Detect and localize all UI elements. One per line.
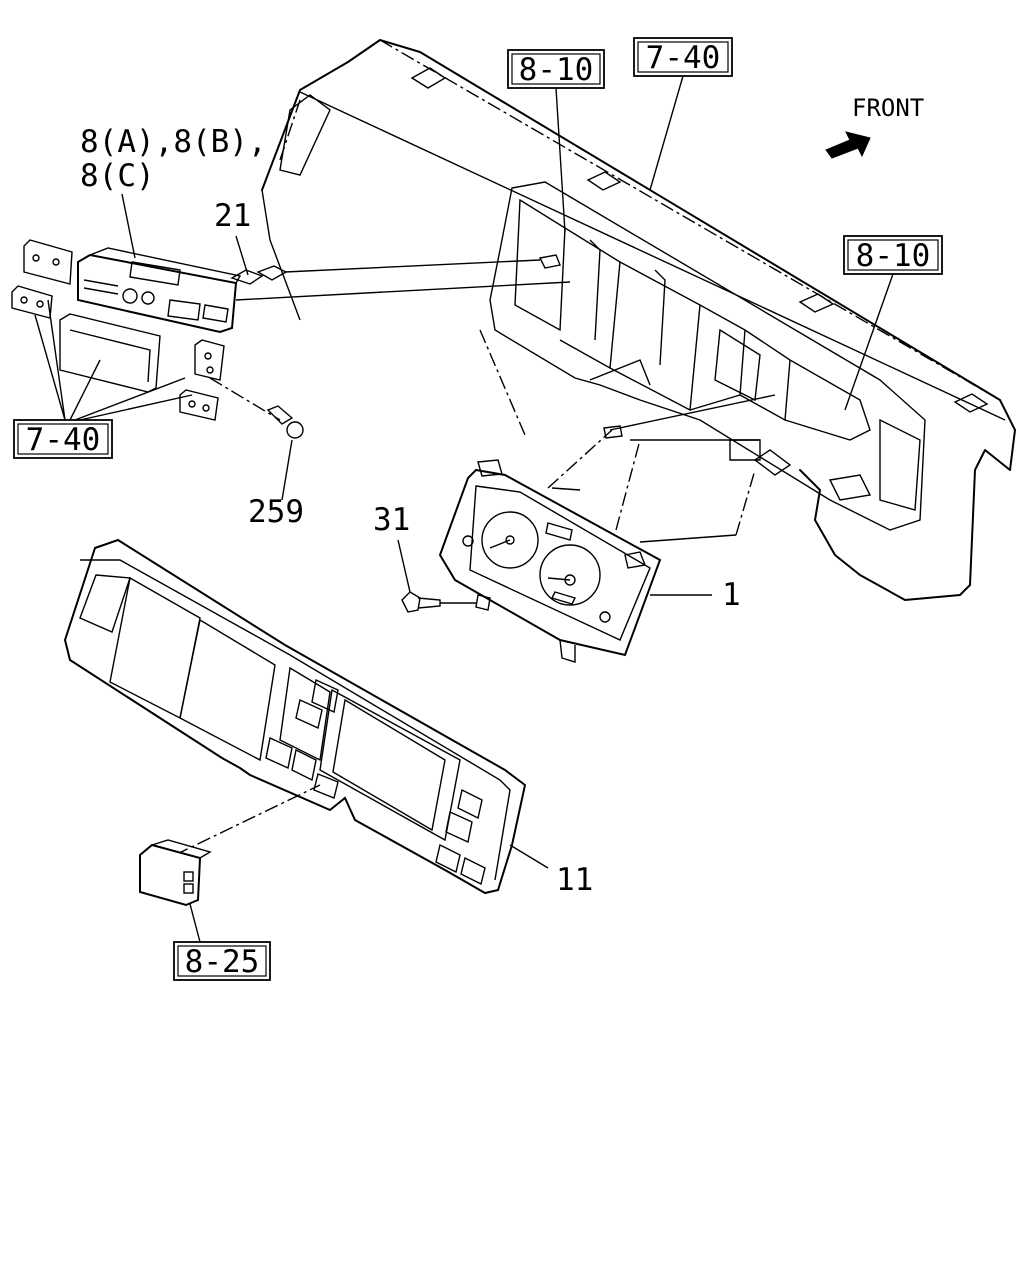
callout-259: 259 [248,494,304,530]
callout-1: 1 [722,577,741,613]
ref-box-8-25: 8-25 [173,941,271,981]
ref-label-8-25: 8-25 [185,944,260,980]
reference-leaders [34,75,894,943]
ref-box-8-10-top: 8-10 [507,49,605,89]
cluster-bezel [63,538,549,895]
ref-label-8-10-top: 8-10 [519,52,594,88]
front-label: FRONT [852,94,924,122]
ref-label-8-10-right: 8-10 [856,238,931,274]
front-arrow-icon [825,131,871,159]
callout-11: 11 [556,862,593,898]
radio-bracket-right [179,339,225,421]
callout-8-line2: 8(C) [80,158,155,194]
screw-259 [209,377,304,501]
ref-label-7-40-left: 7-40 [26,422,101,458]
front-orientation-indicator: FRONT [825,94,924,159]
screw-31 [397,539,491,613]
radio-bracket-left [11,239,73,319]
callout-21: 21 [214,198,251,234]
part-callouts: 8(A),8(B), 8(C) 21 259 31 1 11 [80,124,741,898]
audio-unit [77,247,242,334]
pocket-tray [59,313,161,393]
harness-21 [230,254,571,301]
callout-8-line1: 8(A),8(B), [80,124,267,160]
ref-box-8-10-right: 8-10 [843,235,943,275]
ref-label-7-40-top: 7-40 [646,40,721,76]
callout-31: 31 [373,502,410,538]
switch-8-25 [139,839,212,907]
ref-box-7-40-left: 7-40 [13,419,113,459]
ref-box-7-40-top: 7-40 [633,37,733,77]
